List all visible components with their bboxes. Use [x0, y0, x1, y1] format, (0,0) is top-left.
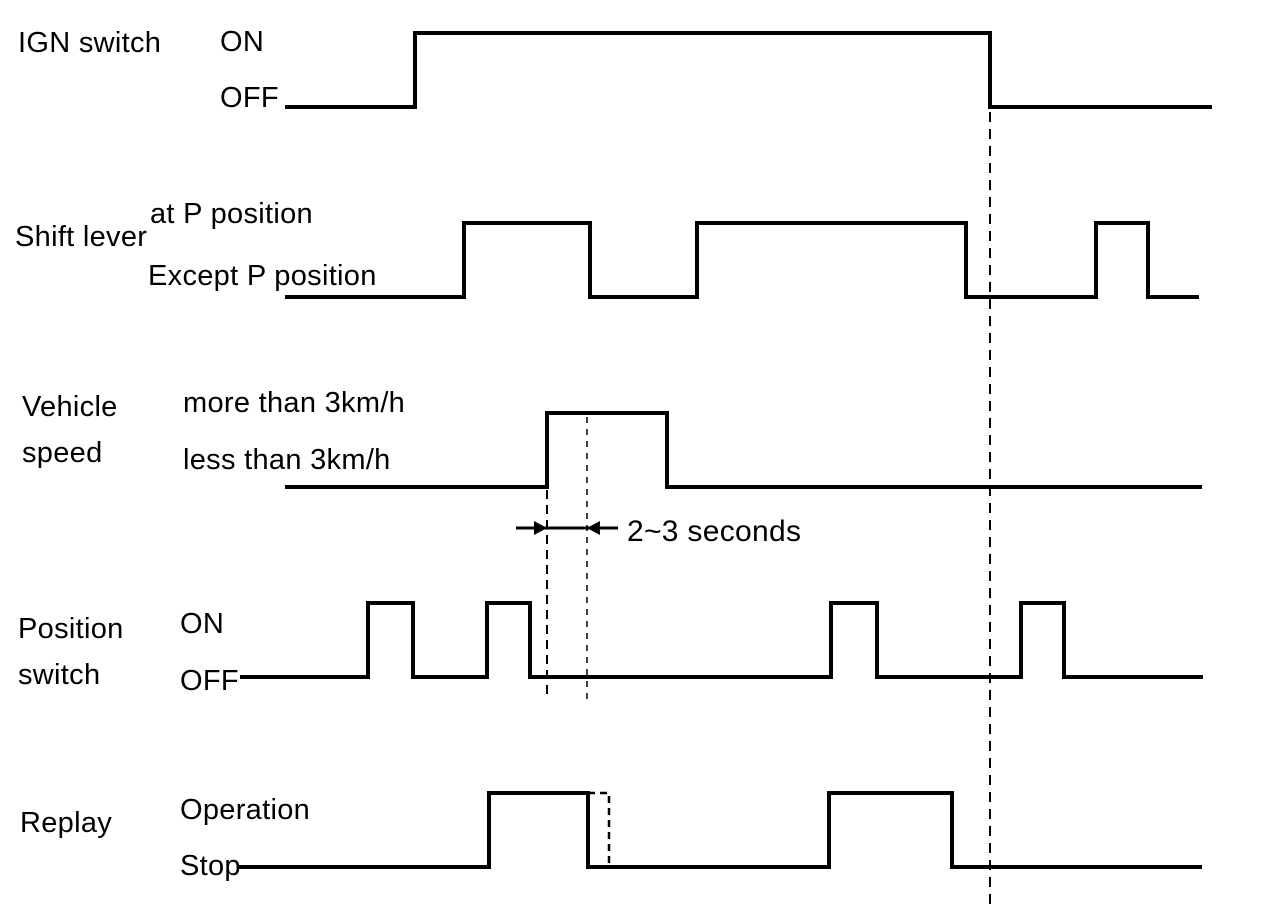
measure-arrowhead-left-pointing-icon: [587, 521, 600, 535]
vehicle-speed-low-level-label: less than 3km/h: [183, 444, 391, 476]
ign-switch-row-label: IGN switch: [18, 27, 162, 59]
duration-annotation-label: 2~3 seconds: [627, 515, 802, 548]
position-switch-row-label-line2: switch: [18, 659, 101, 691]
vehicle-speed-row-label-line1: Vehicle: [22, 391, 118, 423]
measure-arrowhead-right-pointing-icon: [534, 521, 547, 535]
replay-row-label: Replay: [20, 807, 113, 839]
position-switch-high-level-label: ON: [180, 608, 225, 640]
vehicle-speed-row-label-line2: speed: [22, 437, 103, 469]
replay-low-level-label: Stop: [180, 850, 241, 882]
replay-high-level-label: Operation: [180, 794, 311, 826]
shift-lever-high-level-label: at P position: [150, 198, 313, 230]
waveform-shift-lever: [285, 221, 1199, 299]
shift-lever-low-level-label: Except P position: [148, 260, 377, 292]
waveform-vehicle-speed: [285, 411, 1202, 489]
ign-switch-low-level-label: OFF: [220, 82, 279, 114]
vehicle-speed-high-level-label: more than 3km/h: [183, 387, 406, 419]
ign-switch-high-level-label: ON: [220, 26, 265, 58]
position-switch-row-label-line1: Position: [18, 613, 124, 645]
dashed-line-replay-delayed-fall: [588, 791, 611, 865]
position-switch-low-level-label: OFF: [180, 665, 239, 697]
waveform-replay: [238, 791, 1202, 869]
waveform-position-switch: [240, 601, 1203, 679]
waveform-ign-switch: [285, 31, 1212, 109]
shift-lever-row-label: Shift lever: [15, 221, 148, 253]
